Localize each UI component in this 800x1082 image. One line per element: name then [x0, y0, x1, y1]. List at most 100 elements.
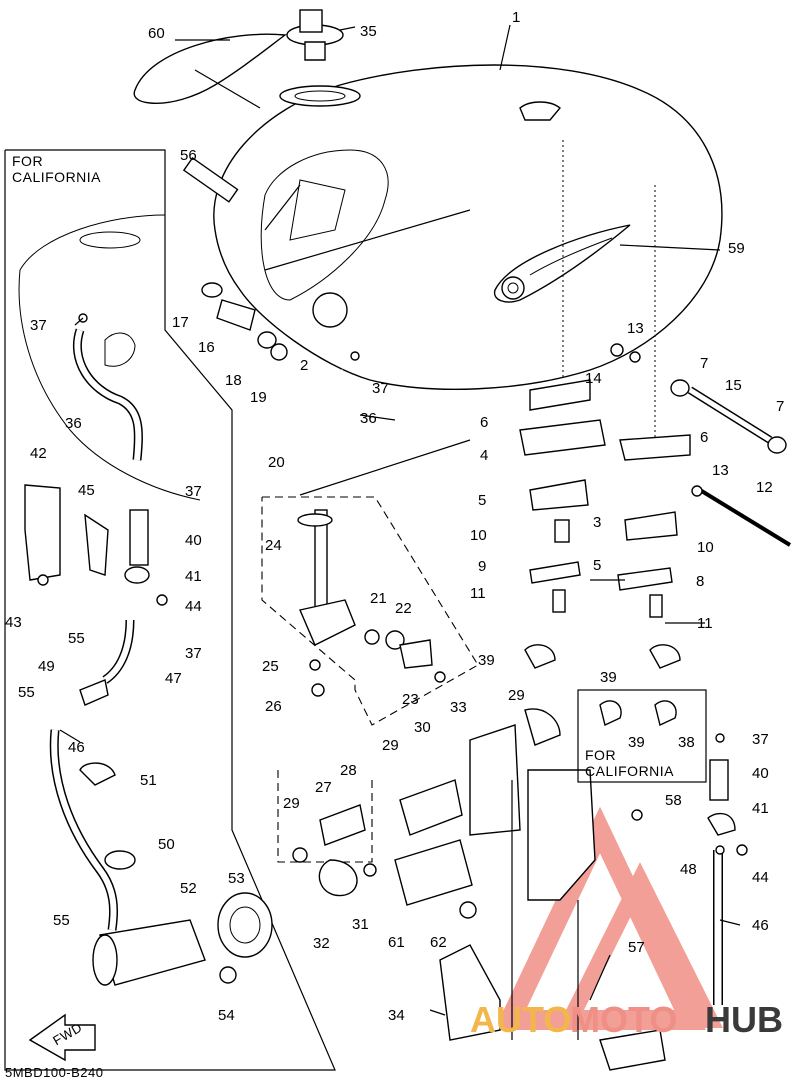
callout-label: 19: [250, 389, 267, 406]
callout-label: 24: [265, 537, 282, 554]
california-note-box-line1: FOR: [585, 747, 616, 763]
callout-label: 13: [712, 462, 729, 479]
callout-label: 51: [140, 772, 157, 789]
callout-label: 9: [478, 558, 486, 575]
callout-label: 29: [508, 687, 525, 704]
tank-mount-hardware: [519, 140, 792, 618]
watermark-auto: AUTO: [470, 999, 571, 1040]
left-small-parts: [24, 484, 168, 870]
callout-label: 13: [627, 320, 644, 337]
callout-label: 38: [678, 734, 695, 751]
callout-label: 39: [478, 652, 495, 669]
callout-label: 5: [478, 492, 486, 509]
callout-label: 31: [352, 916, 369, 933]
callout-label: 12: [756, 479, 773, 496]
callout-label: 37: [30, 317, 47, 334]
callout-label: 55: [18, 684, 35, 701]
callout-label: 3: [593, 514, 601, 531]
callout-label: 5: [593, 557, 601, 574]
callout-label: 49: [38, 658, 55, 675]
callout-label: 23: [402, 691, 419, 708]
callout-label: 41: [185, 568, 202, 585]
callout-label: 29: [283, 795, 300, 812]
callout-label: 34: [388, 1007, 405, 1024]
callout-label: 55: [68, 630, 85, 647]
callout-label: 46: [68, 739, 85, 756]
callout-label: 27: [315, 779, 332, 796]
callout-label: 60: [148, 25, 165, 42]
callout-label: 56: [180, 147, 197, 164]
watermark-hub: HUB: [705, 999, 783, 1040]
callout-label: 55: [53, 912, 70, 929]
callout-label: 40: [185, 532, 202, 549]
callout-label: 37: [185, 645, 202, 662]
callouts: 1 2 3 4 5 5 6 6 7 7 8 9 10 10 11 11 12 1…: [5, 9, 784, 1024]
fwd-arrow-icon: FWD: [28, 1013, 96, 1062]
callout-label: 39: [628, 734, 645, 751]
callout-label: 52: [180, 880, 197, 897]
watermark-logo: [494, 806, 723, 1030]
callout-label: 7: [776, 398, 784, 415]
callout-label: 7: [700, 355, 708, 372]
callout-label: 4: [480, 447, 488, 464]
leader-lines: [59, 24, 741, 1016]
california-tank-outline: [18, 214, 201, 501]
watermark-moto: MOTO: [570, 999, 677, 1040]
callout-label: 36: [360, 410, 377, 427]
fuel-cock-frame: [261, 496, 479, 726]
tank-emblem: [493, 224, 631, 303]
callout-label: 47: [165, 670, 182, 687]
fuel-cap: [286, 9, 344, 61]
callout-label: 42: [30, 445, 47, 462]
callout-label: 11: [697, 615, 713, 632]
callout-label: 44: [752, 869, 769, 886]
callout-label: 30: [414, 719, 431, 736]
california-box-right: [524, 644, 748, 856]
callout-label: 26: [265, 698, 282, 715]
callout-label: 18: [225, 372, 242, 389]
fuel-tank: [213, 64, 723, 390]
callout-label: 43: [5, 614, 22, 631]
knee-pad: [133, 33, 287, 105]
callout-label: 33: [450, 699, 467, 716]
callout-label: 11: [470, 585, 486, 602]
callout-label: 32: [313, 935, 330, 952]
callout-label: 35: [360, 23, 377, 40]
callout-label: 37: [752, 731, 769, 748]
tank-front-parts: [78, 156, 360, 361]
callout-label: 37: [185, 483, 202, 500]
california-note-left-line2: CALIFORNIA: [12, 169, 101, 185]
callout-label: 57: [628, 939, 645, 956]
callout-label: 46: [752, 917, 769, 934]
callout-label: 14: [585, 370, 602, 387]
callout-label: 45: [78, 482, 95, 499]
callout-label: 61: [388, 934, 405, 951]
callout-label: 15: [725, 377, 742, 394]
callout-label: 17: [172, 314, 189, 331]
california-frame-left: [4, 149, 336, 1071]
callout-label: 20: [268, 454, 285, 471]
callout-label: 1: [512, 9, 520, 26]
callout-label: 28: [340, 762, 357, 779]
callout-label: 10: [470, 527, 487, 544]
callout-label: 39: [600, 669, 617, 686]
callout-label: 2: [300, 357, 308, 374]
callout-label: 6: [700, 429, 708, 446]
hoses: [49, 328, 723, 1005]
callout-label: 40: [752, 765, 769, 782]
watermark-text: AUTO MOTO HUB: [470, 999, 783, 1040]
callout-label: 10: [697, 539, 714, 556]
callout-label: 22: [395, 600, 412, 617]
callout-label: 21: [370, 590, 387, 607]
callout-label: 59: [728, 240, 745, 257]
callout-label: 37: [372, 380, 389, 397]
fuel-pump-area: [277, 708, 596, 919]
callout-label: 62: [430, 934, 447, 951]
callout-label: 44: [185, 598, 202, 615]
callout-label: 48: [680, 861, 697, 878]
callout-label: 50: [158, 836, 175, 853]
callout-label: 41: [752, 800, 769, 817]
callout-label: 16: [198, 339, 215, 356]
